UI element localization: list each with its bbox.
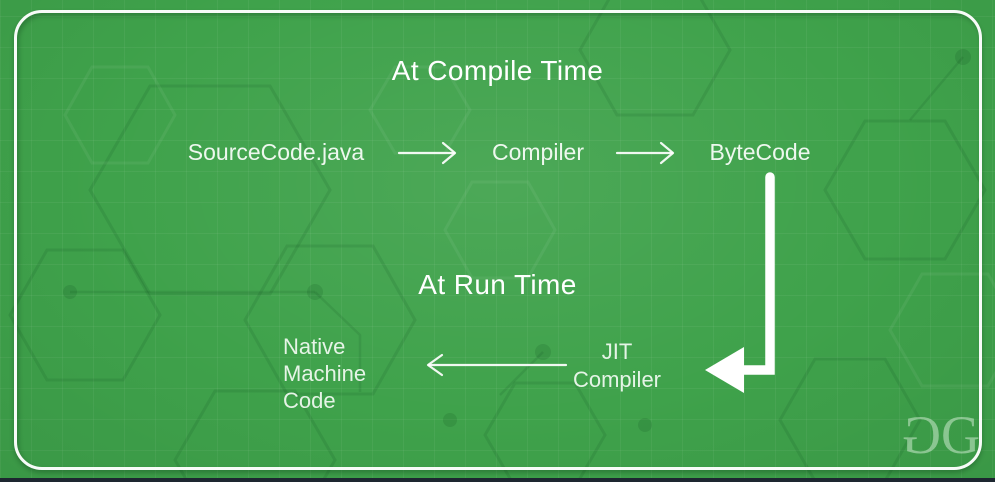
jit-line-2: Compiler [572, 367, 662, 392]
arrow-left-icon [426, 353, 568, 377]
compiler-node: Compiler [491, 139, 585, 165]
native-line-1: Native [283, 334, 346, 359]
jit-compiler-node: JIT Compiler [573, 338, 661, 394]
arrow-right-icon [397, 141, 457, 165]
jit-line-1: JIT [601, 339, 633, 364]
native-machine-code-node: Native Machine Code [283, 333, 366, 414]
arrow-right-icon [615, 141, 675, 165]
compile-time-title: At Compile Time [391, 55, 604, 86]
source-code-node: SourceCode.java [187, 139, 365, 165]
native-line-3: Code [283, 388, 336, 413]
geeksforgeeks-logo: GG [905, 405, 980, 465]
frame-border [14, 10, 982, 470]
logo-letter: G [941, 405, 980, 465]
bytecode-node: ByteCode [709, 139, 811, 165]
logo-letter-flipped: G [905, 405, 941, 465]
bottom-edge-bar [0, 478, 995, 482]
run-time-title: At Run Time [418, 269, 577, 300]
native-line-2: Machine [283, 361, 367, 386]
